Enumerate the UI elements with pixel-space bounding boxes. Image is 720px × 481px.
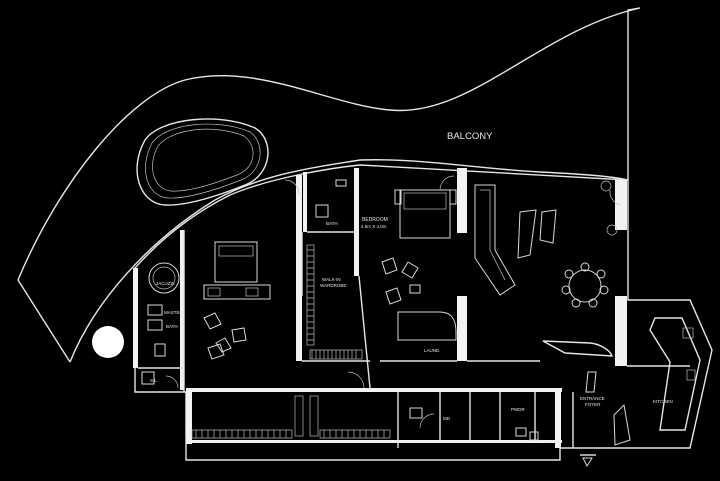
round-fixture <box>92 326 124 358</box>
bed-bedroom <box>394 189 457 239</box>
kitchen-island <box>542 340 613 357</box>
label-bath-master: BATH <box>166 324 178 329</box>
sofa-sectional <box>474 184 516 296</box>
label-kitchen: KITCHEN <box>653 399 673 404</box>
label-balcony: BALCONY <box>447 131 493 142</box>
label-bedroom: BEDROOM <box>362 217 388 223</box>
label-walkin-1: WALK-IN <box>322 277 341 282</box>
balcony-inner-edge <box>69 159 629 363</box>
corridor-wardrobes <box>191 395 391 439</box>
label-entrance-1: ENTRANCE <box>580 396 605 401</box>
label-master: MASTER <box>164 310 184 315</box>
label-jacuzzi: JACUZZI <box>156 281 175 286</box>
balcony-outline <box>17 7 641 281</box>
dining-table <box>561 262 609 308</box>
balcony-left-edge <box>17 279 71 363</box>
pool-inner <box>145 123 261 199</box>
label-md: MD <box>443 416 451 421</box>
label-entrance-2: FOYER <box>585 402 601 407</box>
coffee-table <box>517 209 537 259</box>
label-sl: S.L. <box>150 378 158 383</box>
jacuzzi-tub <box>148 262 180 294</box>
label-bath-upper: BATH <box>326 221 338 226</box>
label-laundry: LAUND. <box>424 348 441 353</box>
label-walkin-2: WARDROBE <box>320 283 346 288</box>
building-outline <box>134 164 713 461</box>
pool <box>136 118 269 206</box>
wardrobe-shelves <box>306 244 363 360</box>
kitchen-counter <box>649 317 701 431</box>
label-pwdr: PWDR <box>511 407 525 412</box>
label-bedroom-size: 4,5m X 4,0m <box>361 224 387 229</box>
bed-master <box>203 241 271 300</box>
